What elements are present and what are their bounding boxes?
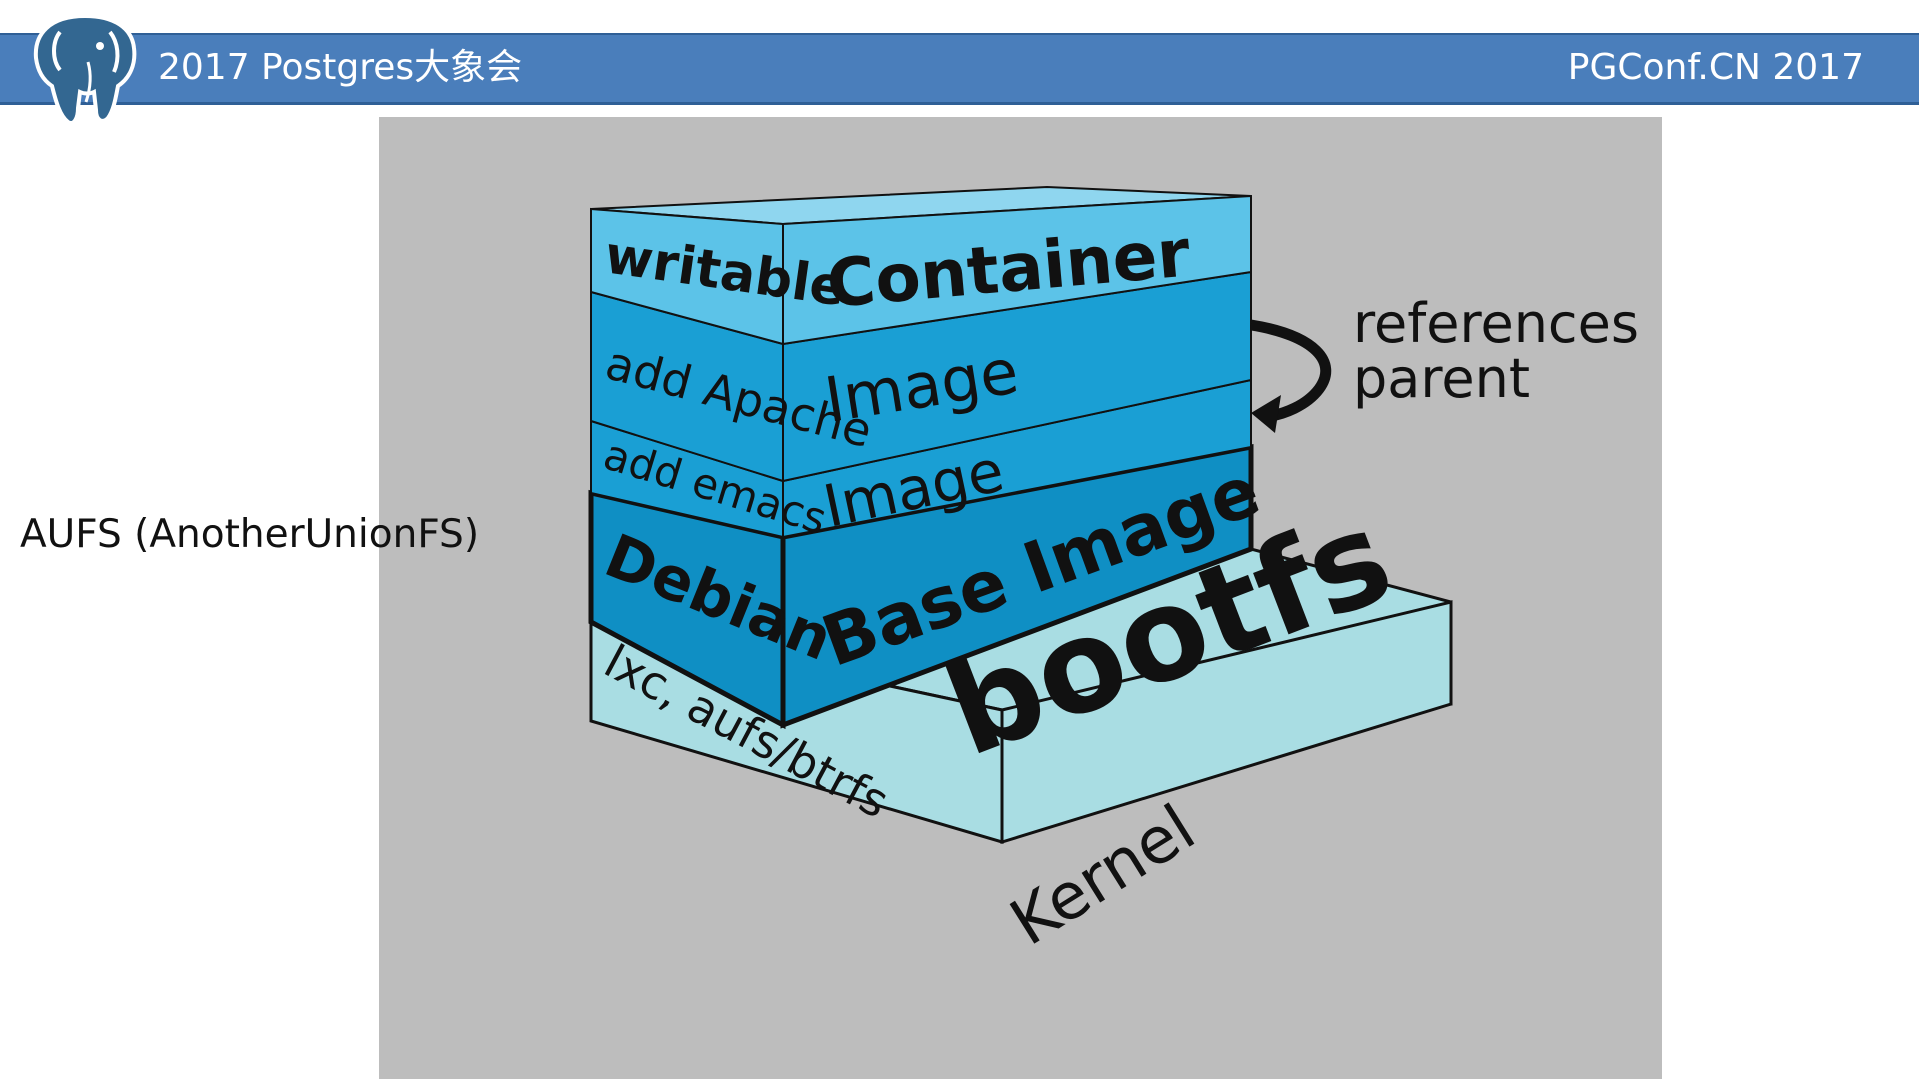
annotation-line-1: references bbox=[1353, 292, 1639, 355]
conference-name: PGConf.CN 2017 bbox=[1567, 47, 1864, 88]
references-parent-arrow bbox=[1250, 319, 1332, 423]
side-caption: AUFS (AnotherUnionFS) bbox=[20, 512, 480, 557]
container-right-face bbox=[782, 194, 1252, 346]
header-bar bbox=[0, 33, 1919, 105]
arrowhead-icon bbox=[1251, 395, 1281, 433]
annotation-line-2: parent bbox=[1353, 347, 1530, 410]
kernel-right-face bbox=[1000, 600, 1453, 845]
docker-layer-diagram: writable Container add Apache Image add … bbox=[379, 117, 1662, 1079]
postgresql-elephant-icon bbox=[33, 13, 137, 125]
header-title: 2017 Postgres大象会 bbox=[158, 47, 523, 88]
